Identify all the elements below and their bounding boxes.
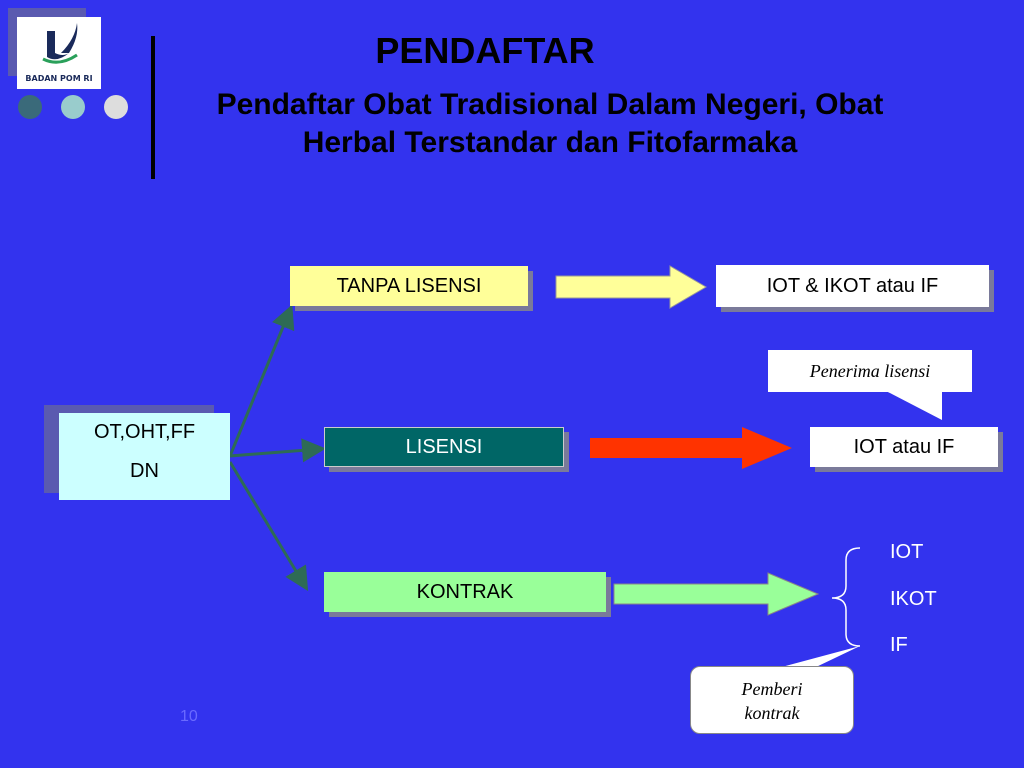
callout-pemberi-line-1: Pemberi <box>741 679 803 699</box>
lisensi-box: LISENSI <box>324 427 564 467</box>
connector-to-lisensi <box>229 438 326 463</box>
source-line-2: DN <box>130 460 159 482</box>
dot-dark <box>18 95 42 119</box>
slide-title: PENDAFTAR <box>375 30 595 71</box>
kontrak-brace <box>831 547 861 647</box>
title-divider <box>151 36 155 179</box>
callout-penerima-lisensi: Penerima lisensi <box>768 350 972 392</box>
dot-light <box>61 95 85 119</box>
callout-pemberi-tail <box>778 646 860 668</box>
arrow-yellow <box>555 265 707 309</box>
arrow-red <box>590 427 792 469</box>
logo-text: BADAN POM RI <box>25 74 93 83</box>
dot-grey <box>104 95 128 119</box>
source-box: OT,OHT,FF DN <box>59 413 230 500</box>
result-lisensi-box: IOT atau IF <box>810 427 998 467</box>
result-tanpa-lisensi-box: IOT & IKOT atau IF <box>716 265 989 307</box>
callout-penerima-tail <box>886 391 942 420</box>
connector-to-kontrak <box>228 461 309 592</box>
subtitle-line-1: Pendaftar Obat Tradisional Dalam Negeri,… <box>216 88 884 121</box>
result-kontrak-iot: IOT <box>890 541 924 563</box>
subtitle-line-2: Herbal Terstandar dan Fitofarmaka <box>302 126 798 159</box>
tanpa-lisensi-box: TANPA LISENSI <box>290 266 528 306</box>
callout-pemberi-kontrak: Pemberi kontrak <box>690 666 854 734</box>
connector-to-tanpa-lisensi <box>228 304 295 457</box>
slide-subtitle: Pendaftar Obat Tradisional Dalam Negeri,… <box>110 86 990 162</box>
result-kontrak-if: IF <box>890 634 908 656</box>
kontrak-box: KONTRAK <box>324 572 606 612</box>
logo-emblem-icon <box>42 23 78 64</box>
source-line-1: OT,OHT,FF <box>93 421 196 443</box>
result-kontrak-ikot: IKOT <box>890 588 937 610</box>
badan-pom-logo: BADAN POM RI <box>17 17 101 89</box>
page-number: 10 <box>180 708 198 725</box>
arrow-green <box>613 572 820 616</box>
callout-pemberi-line-2: kontrak <box>744 703 800 723</box>
